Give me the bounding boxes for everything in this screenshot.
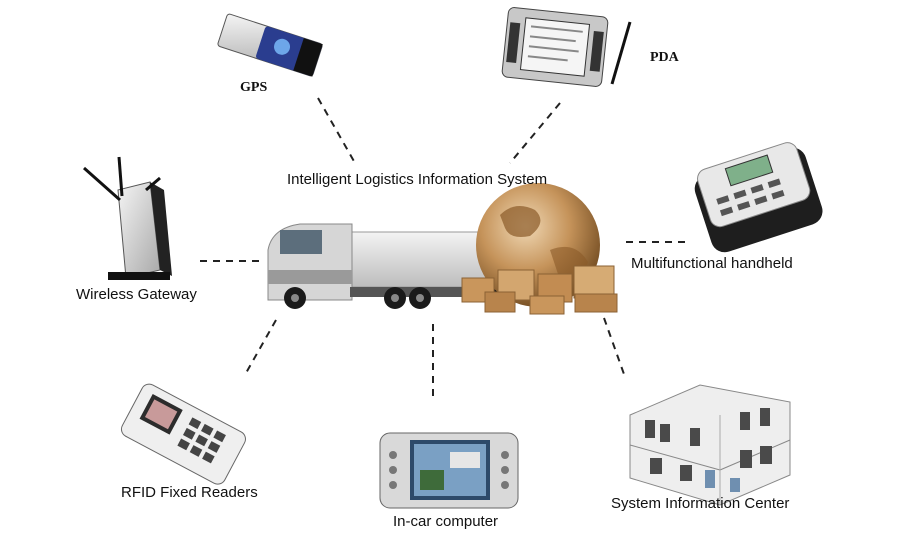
connector-pda [509, 102, 561, 164]
center-title: Intelligent Logistics Information System [287, 171, 548, 188]
label-wireless-gateway: Wireless Gateway [76, 286, 197, 303]
label-gps: GPS [240, 80, 268, 95]
label-multifunctional-handheld: Multifunctional handheld [631, 255, 793, 272]
connector-lines [200, 97, 690, 400]
connector-gps [317, 97, 356, 164]
pda-stylus-icon [610, 21, 632, 85]
connector-system-center [603, 317, 626, 378]
in-car-computer-icon [379, 432, 519, 509]
handheld-terminal-icon [694, 142, 823, 253]
gps-card-icon [217, 13, 323, 77]
data-center-icon [629, 384, 791, 506]
label-rfid-fixed-readers: RFID Fixed Readers [121, 484, 258, 501]
cargo-boxes-icon [461, 265, 618, 315]
label-system-information-center: System Information Center [611, 495, 790, 512]
rfid-reader-icon [120, 383, 246, 485]
connector-rfid [245, 319, 277, 374]
pda-device-icon [501, 7, 609, 87]
label-in-car-computer: In-car computer [393, 513, 499, 530]
wireless-router-icon [83, 156, 172, 280]
label-pda: PDA [650, 50, 679, 65]
